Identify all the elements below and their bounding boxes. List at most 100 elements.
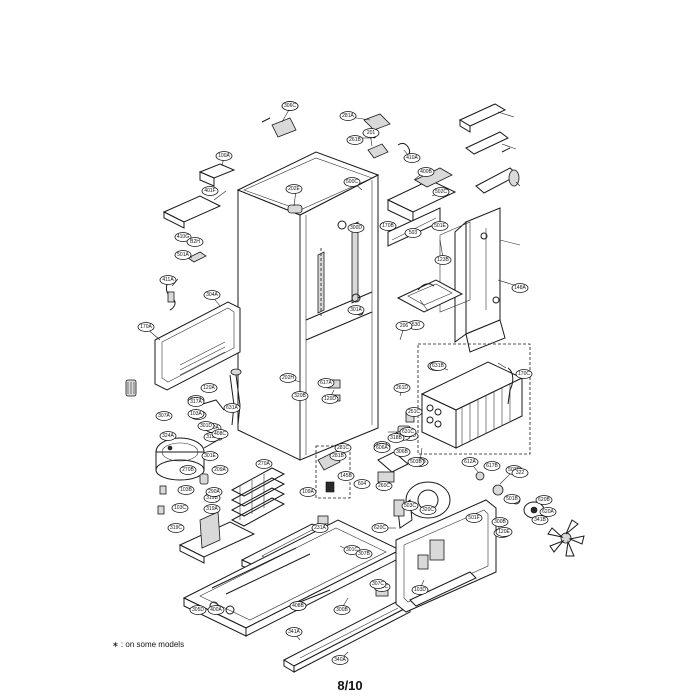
callout-text: 501A: [177, 252, 189, 258]
callout-text: 501B: [506, 496, 518, 502]
callout-301a: 301A: [347, 305, 365, 315]
callout-text: 206: [400, 323, 409, 329]
callout-317a: 317A: [187, 397, 205, 407]
callout-501a: 501A: [174, 250, 192, 260]
callout-text: 148A: [514, 285, 526, 291]
compressor: [155, 437, 219, 481]
page-number: 8/10: [337, 678, 363, 693]
callout-103b: 103B: [177, 485, 195, 495]
callout-300b2: 300B: [333, 605, 351, 615]
callout-103d: 103D: [411, 585, 429, 595]
callout-251c: 251C: [405, 407, 423, 417]
callout-text: 301D: [200, 423, 212, 429]
callout-620b: 620B: [535, 495, 553, 505]
callout-400b: 400B: [417, 167, 435, 177]
rear-cover-panel: [154, 301, 241, 391]
callout-324a: 324A: [159, 431, 177, 441]
callout-text: 401F: [204, 188, 215, 194]
callout-labels: 103E281A201261B410A400B100A401F202E500C5…: [137, 101, 557, 665]
callout-170c: 170C: [515, 369, 533, 379]
callout-408b: 408B: [289, 601, 307, 611]
callout-231a: 231A: [311, 523, 329, 533]
callout-text: 341A: [288, 629, 300, 635]
callout-text: 400B: [420, 169, 432, 175]
callout-202e: 202E: [285, 184, 303, 194]
callout-400a: 400A: [207, 605, 225, 615]
callout-120d: 120D: [321, 394, 339, 404]
callout-text: 281C: [337, 445, 349, 451]
callout-631a: 631A: [223, 403, 241, 413]
callout-604: 604: [353, 479, 371, 489]
callout-text: 631C: [402, 429, 414, 435]
callout-606a: 606A: [373, 443, 391, 453]
callout-145b: 145B: [337, 471, 355, 481]
callout-text: 270A: [258, 461, 270, 467]
callout-text: 408B: [292, 603, 304, 609]
callout-text: 319B: [206, 495, 218, 501]
callout-text: 604: [358, 481, 367, 487]
callout-206: 206: [395, 321, 413, 331]
callout-text: 612A: [464, 459, 476, 465]
callout-307a: 307A: [155, 411, 173, 421]
callout-text: 100A: [218, 153, 230, 159]
callout-322: 322: [511, 468, 529, 478]
callout-text: 290A: [208, 489, 220, 495]
callout-text: 319A: [206, 506, 218, 512]
callout-text: 170A: [140, 324, 152, 330]
callout-401f: 401F: [201, 186, 219, 196]
callout-text: 202E: [288, 186, 300, 192]
callout-text: 606A: [376, 445, 388, 451]
callout-text: 410A: [406, 155, 418, 161]
callout-503: 503: [404, 228, 422, 238]
callout-300d: 300D: [347, 223, 365, 233]
callout-261d: 261D: [393, 383, 411, 393]
callout-410a: 410A: [403, 153, 421, 163]
callout-text: 305D: [192, 607, 204, 613]
callout-319a: 319A: [203, 504, 221, 514]
callout-text: 201: [367, 130, 376, 136]
callout-text: 120A: [203, 385, 215, 391]
callout-text: 109A: [302, 489, 314, 495]
callout-text: 300B: [336, 607, 348, 613]
callout-text: B2H: [190, 239, 200, 245]
callout-408c: 408C: [211, 429, 229, 439]
callout-307c: 307C: [369, 579, 387, 589]
top-hinge-parts: [261, 113, 411, 159]
callout-617b: 617B: [483, 461, 501, 471]
callout-text: 530: [412, 322, 421, 328]
callout-text: 120E: [498, 529, 510, 535]
callout-text: 120D: [324, 396, 336, 402]
callout-text: 202H: [282, 375, 294, 381]
evaporator-boundary: [417, 343, 531, 455]
callout-text: 306C: [284, 103, 296, 109]
callout-103a: 103A: [187, 409, 205, 419]
callout-text: 631A: [226, 405, 238, 411]
callout-text: 260C: [378, 483, 390, 489]
callout-304a: 304A: [203, 290, 221, 300]
callout-text: 341B: [534, 517, 546, 523]
callout-320b: 320B: [291, 391, 309, 401]
callout-320c: 320C: [419, 505, 437, 515]
callout-501b: 501B: [503, 494, 521, 504]
callout-text: 281B: [332, 453, 344, 459]
callout-text: 304A: [206, 292, 218, 298]
callout-text: 123B: [437, 257, 449, 263]
callout-text: 301E: [204, 453, 216, 459]
callout-text: 307B: [358, 551, 370, 557]
callout-500c: 500C: [343, 177, 361, 187]
callout-text: 500C: [346, 179, 358, 185]
callout-text: 270B: [182, 467, 194, 473]
callout-text: 317A: [190, 399, 202, 405]
callout-text: 103D: [414, 587, 426, 593]
callout-text: 320B: [294, 393, 306, 399]
drain-pan: [178, 511, 256, 564]
callout-201: 201: [362, 128, 380, 138]
callout-text: 103B: [180, 487, 192, 493]
callout-text: 261D: [396, 385, 408, 391]
callout-503c: 503C: [401, 501, 419, 511]
control-box: [162, 163, 236, 311]
callout-617a: 617A: [317, 378, 335, 388]
callout-text: 503B: [410, 459, 422, 465]
